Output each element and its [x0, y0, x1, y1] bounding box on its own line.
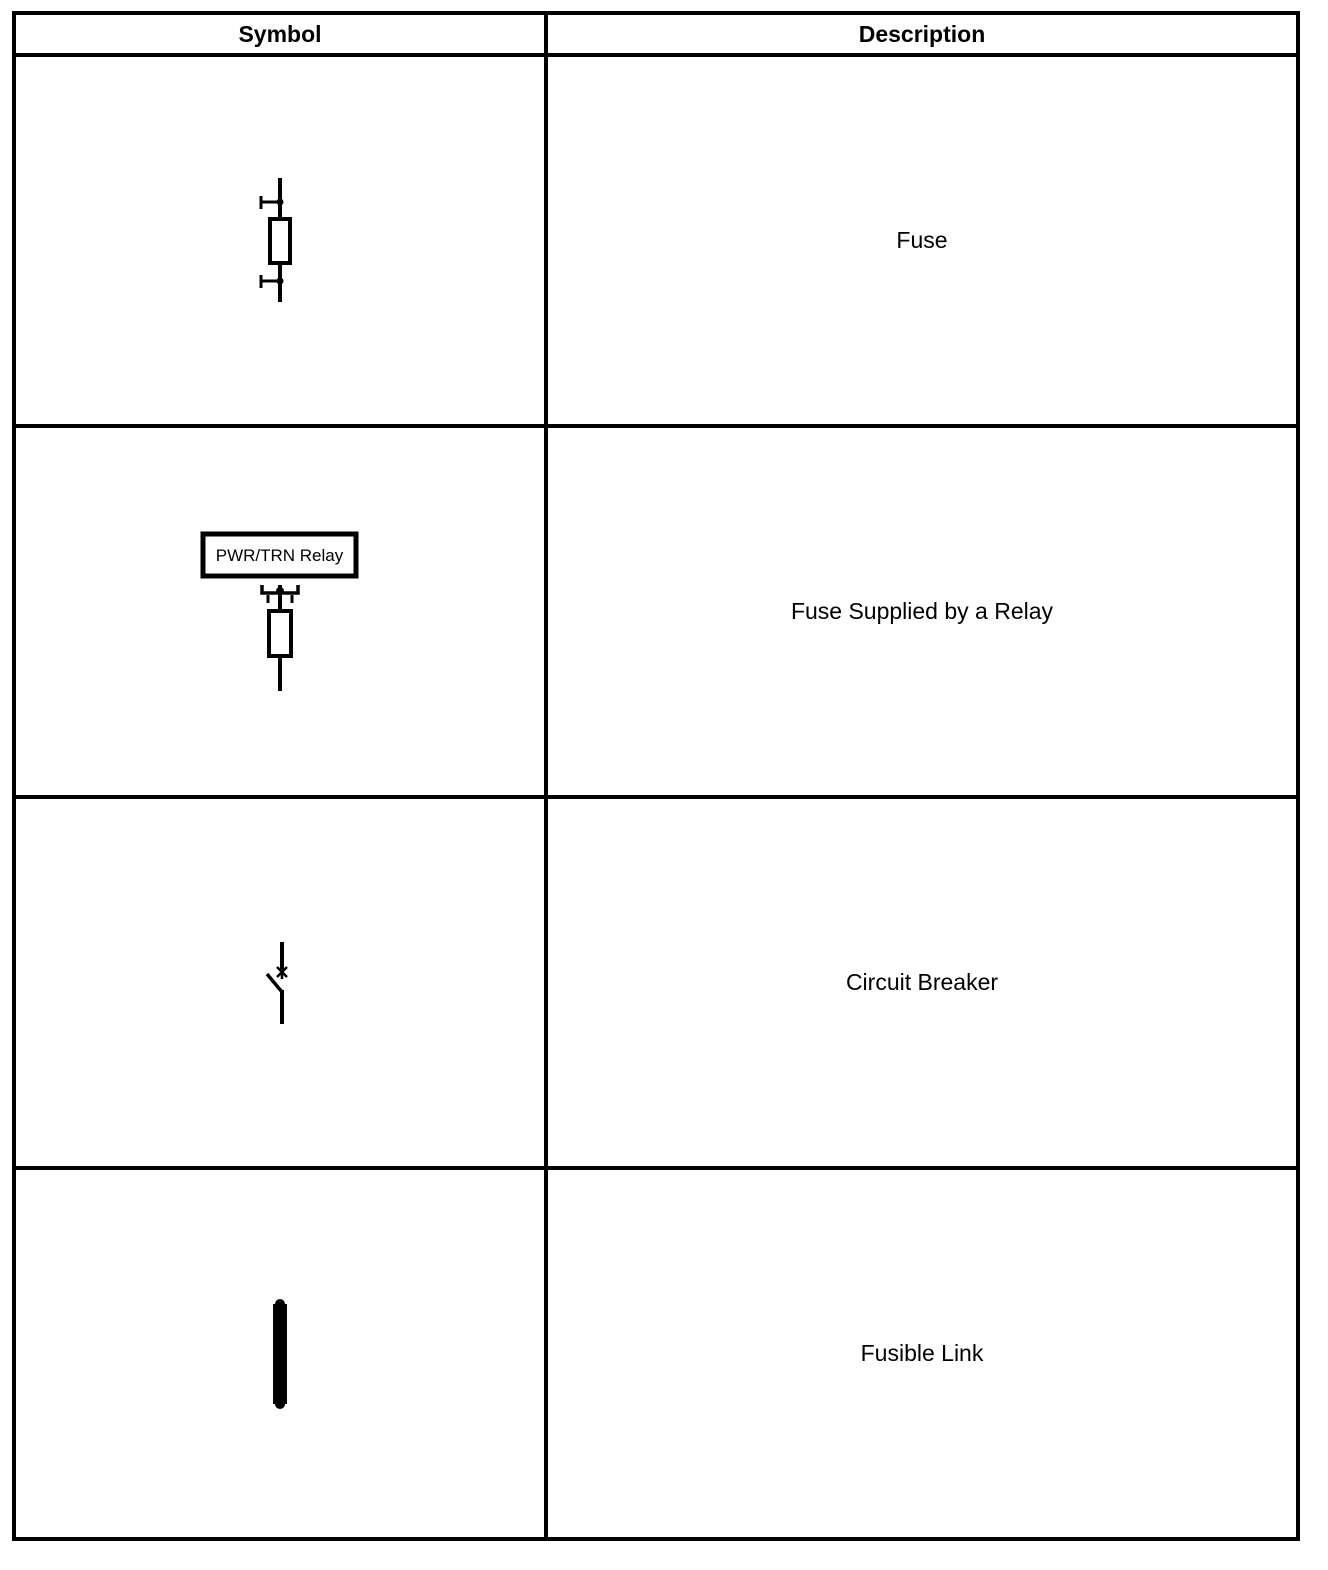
symbol-cell: PWR/TRN Relay — [12, 424, 548, 799]
symbol-cell — [12, 53, 548, 428]
fuse-icon — [259, 177, 292, 302]
description-cell: Fusible Link — [544, 1166, 1300, 1541]
description-text: Fuse — [896, 227, 948, 253]
symbol-column-header: Symbol — [12, 11, 548, 57]
symbol-cell — [12, 795, 548, 1170]
description-cell: Fuse Supplied by a Relay — [544, 424, 1300, 799]
description-cell: Fuse — [544, 53, 1300, 428]
relay-label: PWR/TRN Relay — [216, 546, 344, 565]
table-row-fuse: Fuse — [12, 53, 1300, 428]
description-text: Fuse Supplied by a Relay — [790, 598, 1054, 624]
table-row-circuit-breaker: Circuit Breaker — [12, 795, 1300, 1170]
table-row-relay-fuse: PWR/TRN Relay Fuse Supplied by a Relay — [12, 424, 1300, 799]
table-row-fusible-link: Fusible Link — [12, 1166, 1300, 1541]
description-column-header: Description — [544, 11, 1300, 57]
description-text: Fusible Link — [860, 1340, 984, 1366]
description-text: Circuit Breaker — [845, 969, 999, 995]
fusible-link-icon — [273, 1298, 287, 1409]
symbol-legend-table: Symbol Description Fuse — [12, 11, 1300, 1541]
circuit-breaker-icon — [265, 941, 288, 1024]
description-cell: Circuit Breaker — [544, 795, 1300, 1170]
header-row: Symbol Description — [12, 11, 1300, 57]
relay-fuse-icon: PWR/TRN Relay — [200, 531, 359, 691]
symbol-cell — [12, 1166, 548, 1541]
